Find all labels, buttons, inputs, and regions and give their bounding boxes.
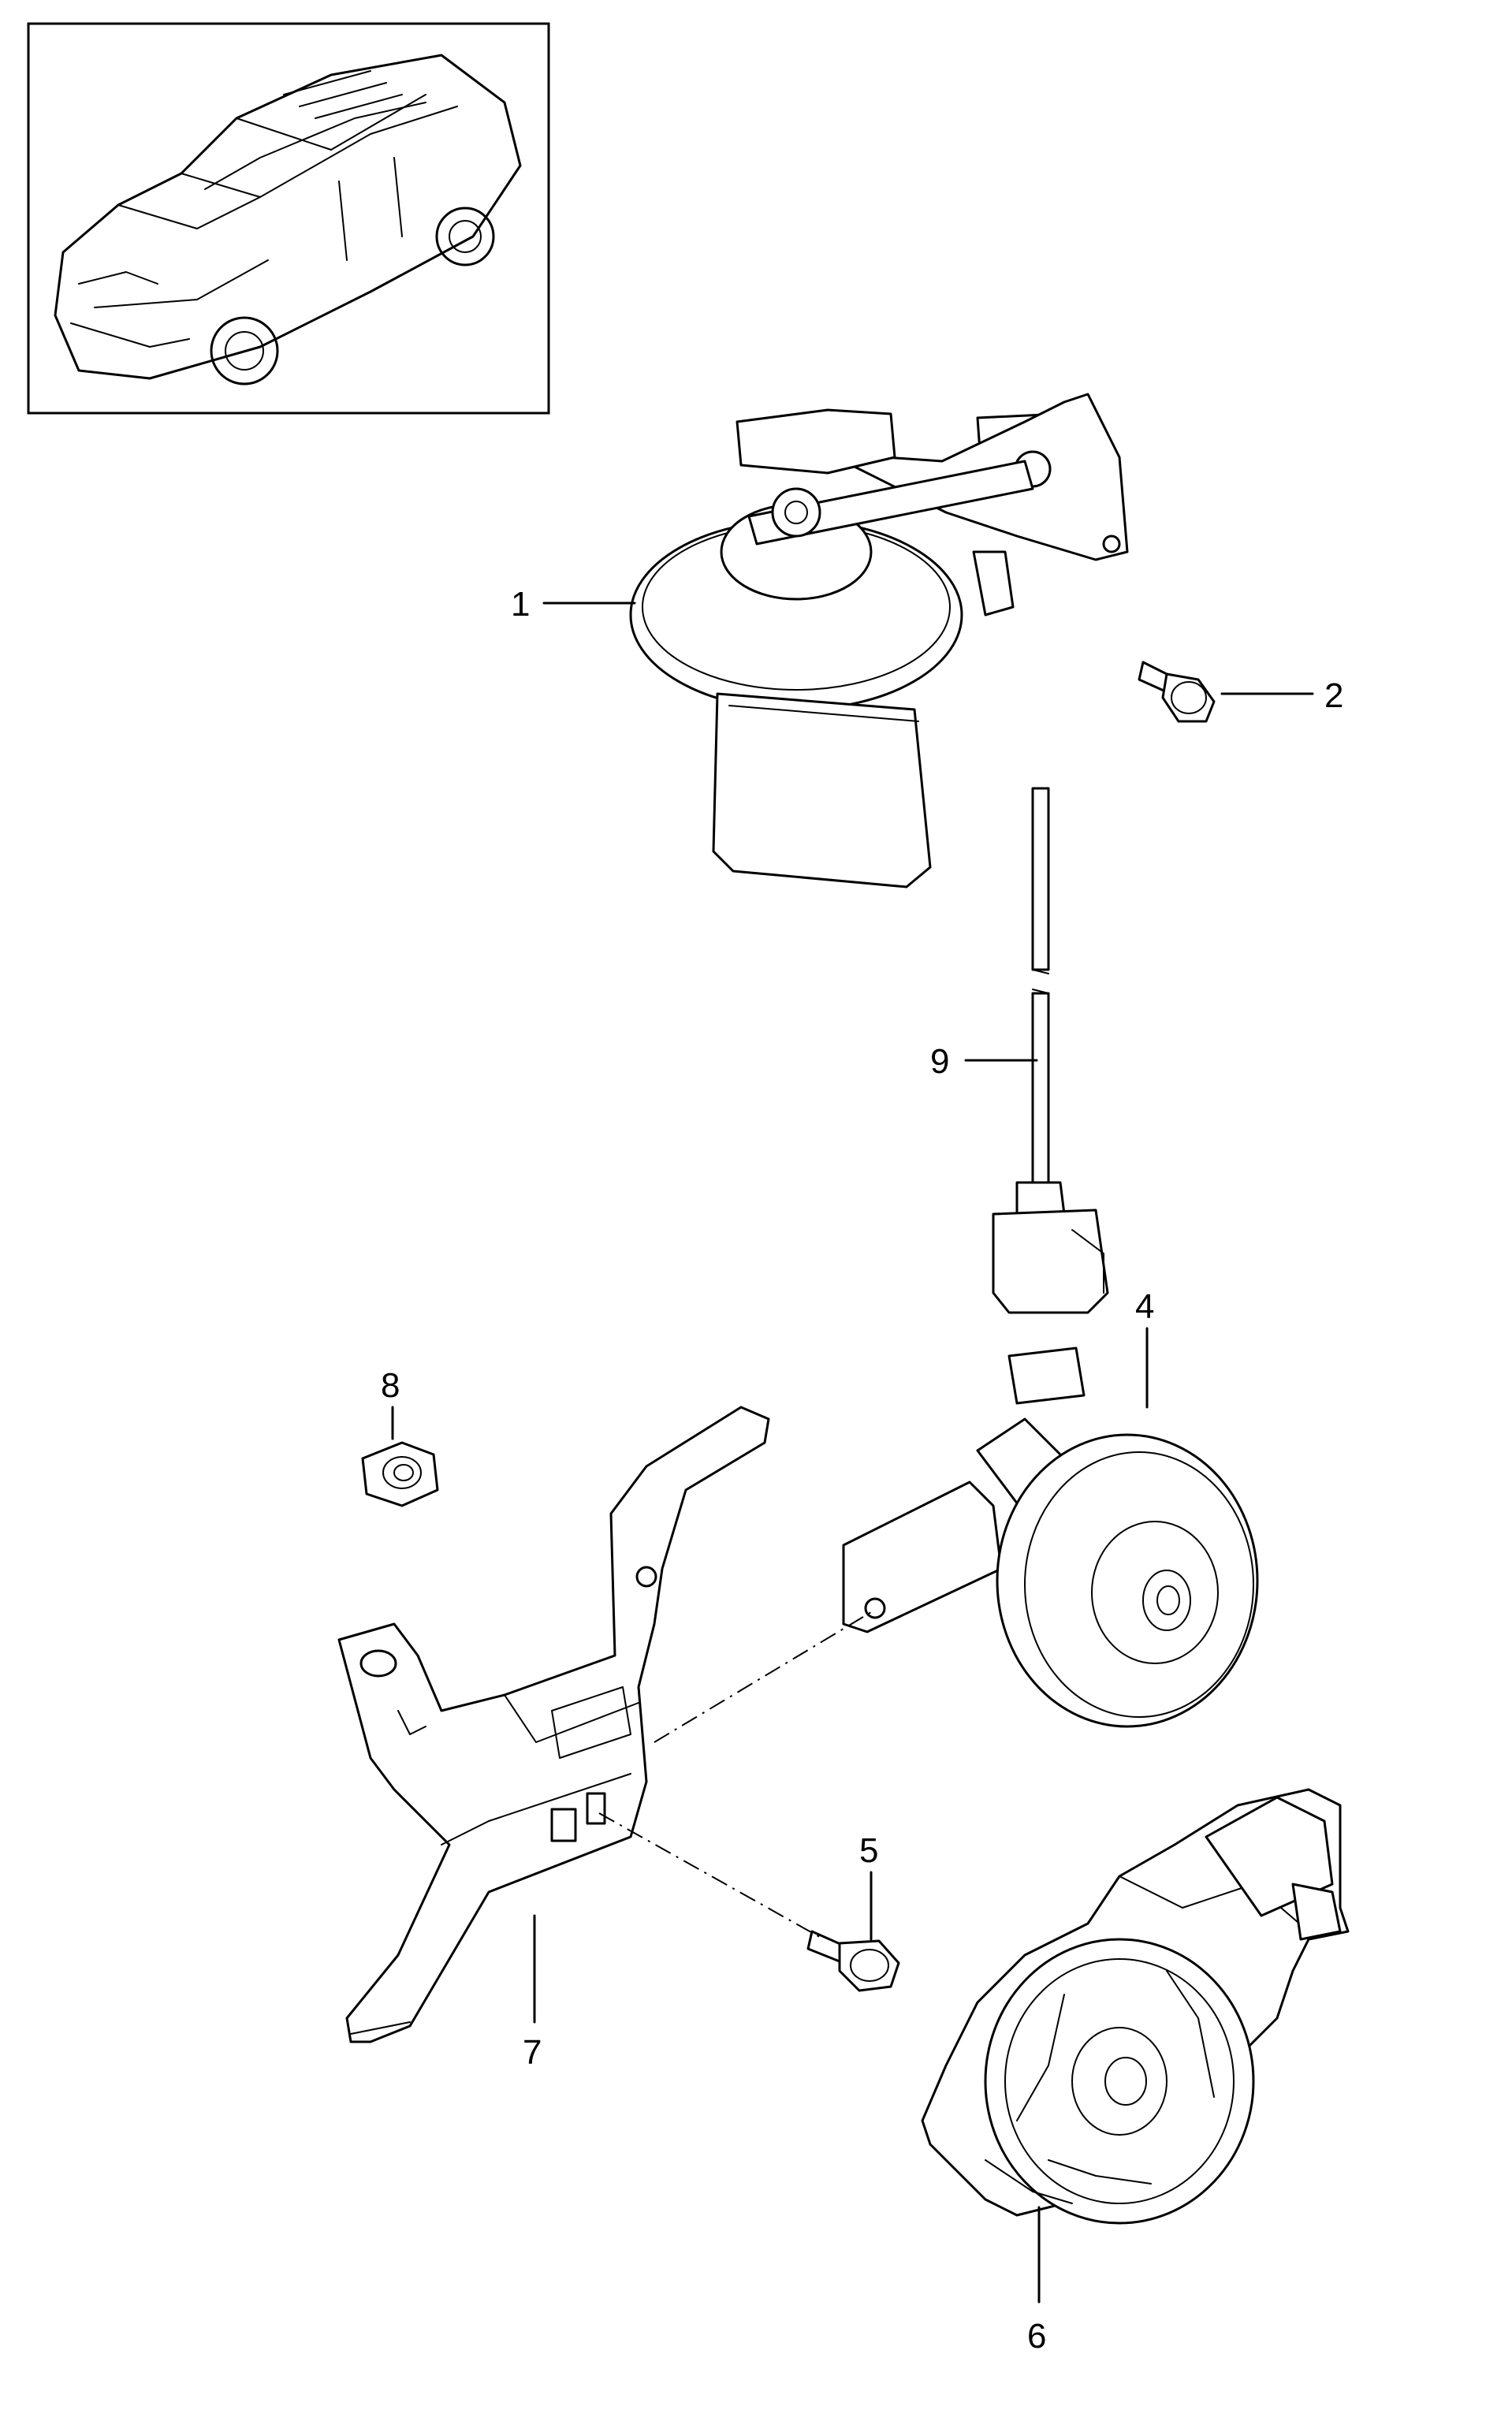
vehicle-suv-illustration <box>54 54 522 385</box>
assembly-line-bolt-to-bracket <box>598 1812 825 1940</box>
callout-labels: 1 2 4 5 6 7 8 9 <box>381 585 1343 2356</box>
callout-9: 9 <box>930 1042 949 1081</box>
leader-lines <box>391 602 1314 2304</box>
callout-8: 8 <box>381 1366 400 1405</box>
part-1-horn-high-tone <box>629 393 1129 888</box>
part-8-nut <box>361 1441 439 1507</box>
assembly-line-horn-to-bracket <box>654 1611 872 1743</box>
part-9-wiring-harness <box>992 787 1109 1314</box>
part-5-bolt <box>806 1930 900 1992</box>
callout-7: 7 <box>523 2033 542 2072</box>
part-4-horn-low-tone <box>842 1346 1259 1728</box>
callout-6: 6 <box>1027 2317 1046 2356</box>
callout-5: 5 <box>859 1831 878 1870</box>
part-7-mounting-bracket <box>337 1406 770 2043</box>
callout-1: 1 <box>511 585 530 624</box>
part-6-horn-with-cover <box>921 1788 1350 2225</box>
callout-4: 4 <box>1135 1287 1154 1326</box>
callout-2: 2 <box>1324 676 1343 715</box>
part-2-bolt <box>1138 661 1216 723</box>
vehicle-thumbnail <box>27 22 550 415</box>
